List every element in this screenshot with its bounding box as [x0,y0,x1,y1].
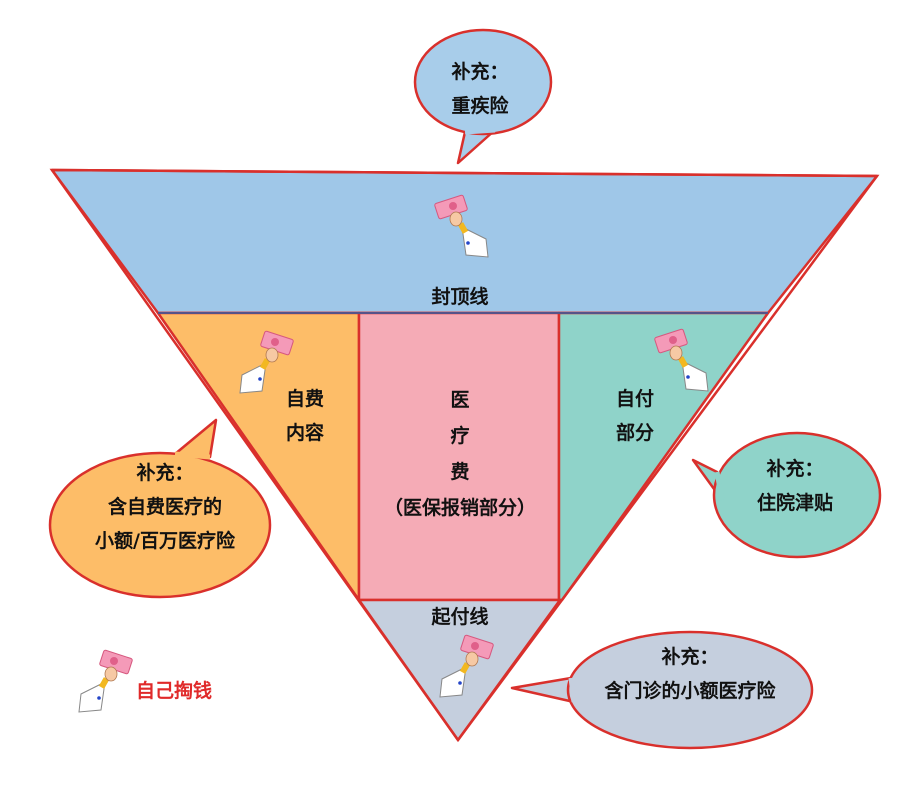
hand [449,211,463,227]
bubble-right-text: 补充： 住院津贴 [725,452,865,520]
cuff [98,677,110,689]
bubble-left-text: 补充： 含自费医疗的 小额/百万医疗险 [60,456,270,558]
bubble-body [48,451,272,599]
bubble-body [566,630,814,750]
hand-holding-money-icon [654,328,709,392]
bubble-tail [173,418,218,459]
sleeve [439,666,467,698]
button [458,681,462,685]
bubble-left [48,418,272,599]
hand-holding-money-icon [239,330,294,394]
bubble-line: 含自费医疗的 [107,496,222,518]
middle-label-line: 医 [450,389,470,411]
banknote-mark [110,657,118,665]
sleeve [681,360,709,392]
bubble-bottom-text: 补充： 含门诊的小额医疗险 [570,640,810,708]
hand [104,666,118,682]
banknote-mark [471,642,479,650]
button [466,241,470,245]
bubble-line: 补充： [451,61,509,83]
left-label-line: 自费 [285,388,324,410]
bubble-joint [174,451,211,460]
left-label-line: 内容 [285,422,324,444]
button [97,696,101,700]
hand [465,651,479,667]
bubble-body [413,28,553,136]
cuff [459,662,471,674]
top-label: 封顶线 [431,286,489,308]
hand-holding-money-icon [78,649,133,713]
middle-label-line: 疗 [450,425,470,447]
banknote-mark [449,202,457,210]
bubble-joint [464,127,496,135]
bubble-line: 补充： [661,646,719,668]
legend-label: 自己掏钱 [136,680,213,702]
right-label: 自付 部分 [595,382,675,450]
hand-holding-money-icon [439,634,494,698]
bubble-joint [714,471,725,501]
middle-label: 医 疗 费 （医保报销部分） [360,382,560,526]
bubble-top [413,28,553,165]
hand [265,347,279,363]
bubble-line: 重疾险 [451,95,509,117]
bubble-tail [510,676,576,704]
left-label: 自费 内容 [265,382,345,450]
hand-holding-money-icon [434,194,489,258]
cuff [259,358,271,370]
bubble-line: 含门诊的小额医疗险 [604,680,776,702]
middle-label-line: （医保报销部分） [383,497,536,519]
bottom-label: 起付线 [431,606,489,628]
bubble-body [712,431,882,559]
button [258,377,262,381]
bubble-line: 小额/百万医疗险 [95,530,235,552]
bubble-line: 补充： [136,462,194,484]
banknote-mark [669,336,677,344]
bubble-top-text: 补充： 重疾险 [425,55,535,123]
bubble-bottom [510,630,814,750]
bubble-right [691,431,882,559]
right-label-line: 部分 [615,422,654,444]
bubble-joint [568,677,577,703]
button [686,375,690,379]
bubble-line: 住院津贴 [756,492,833,514]
bubble-line: 补充： [766,458,824,480]
hand [669,345,683,361]
right-label-line: 自付 [615,388,654,410]
sleeve [239,362,267,394]
pyramid-outline [49,168,880,743]
middle-label-line: 费 [450,461,470,483]
banknote-mark [271,338,279,346]
cuff [677,356,689,368]
sleeve [78,681,106,713]
cuff [457,222,469,234]
sleeve [461,226,489,258]
